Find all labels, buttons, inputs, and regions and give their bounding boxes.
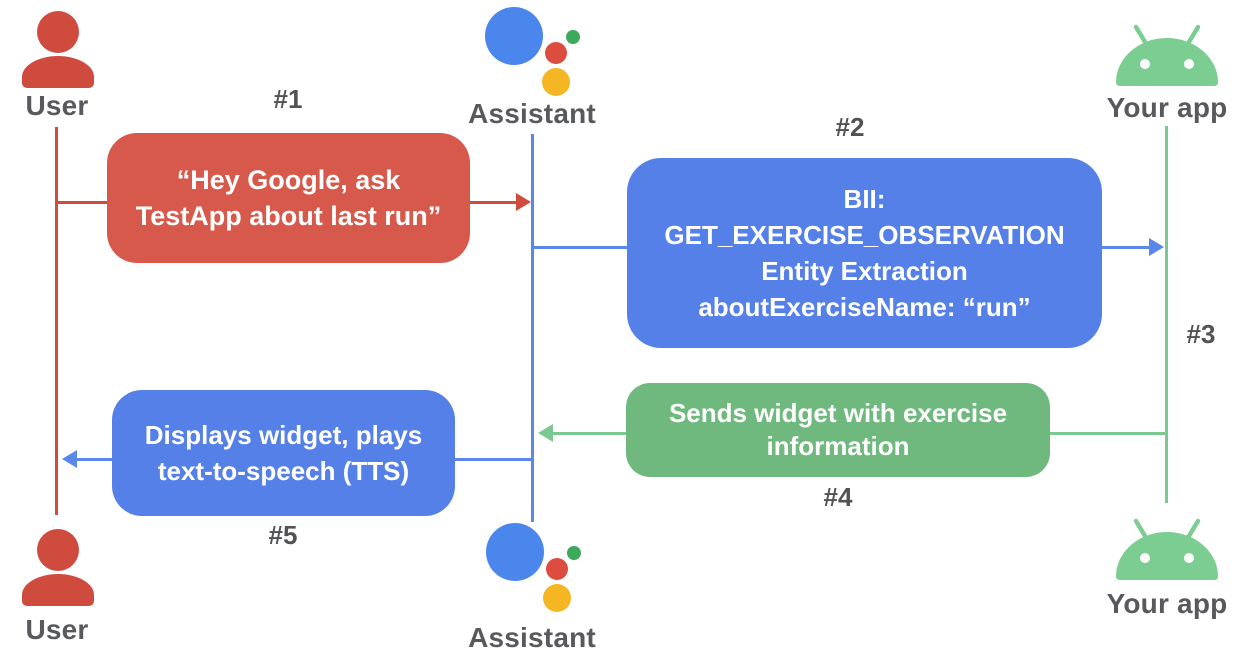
step-tag-4: #4 xyxy=(823,482,853,512)
google-assistant-logo xyxy=(486,523,581,612)
android-robot-icon xyxy=(1116,518,1218,580)
message-line: GET_EXERCISE_OBSERVATION xyxy=(664,220,1065,250)
message-text: “Hey Google, ask TestApp about last run” xyxy=(135,165,442,231)
actor-label-assistant-top: Assistant xyxy=(468,98,596,129)
message-box-step1: “Hey Google, ask TestApp about last run” xyxy=(107,133,470,263)
arrow-line-step1 xyxy=(470,201,516,204)
arrow-line-step2 xyxy=(1102,246,1149,249)
step-tag-1: #1 xyxy=(273,84,303,114)
actor-label-app-top: Your app xyxy=(1106,92,1228,123)
arrow-line-step1 xyxy=(57,201,107,204)
actor-label-assistant-bottom: Assistant xyxy=(468,622,596,653)
arrow-line-step4 xyxy=(552,432,626,435)
message-text: Sends widget with exercise information xyxy=(668,398,1008,461)
app-lifeline xyxy=(1165,126,1168,503)
message-line: Entity Extraction xyxy=(761,256,968,286)
step-tag-2: #2 xyxy=(835,112,865,142)
arrow-line-step5 xyxy=(76,458,112,461)
assistant-lifeline xyxy=(531,134,534,522)
actor-label-user-top: User xyxy=(25,90,89,121)
message-box-step4: Sends widget with exercise information xyxy=(626,383,1050,477)
message-box-step5: Displays widget, plays text-to-speech (T… xyxy=(112,390,455,516)
actor-label-app-bottom: Your app xyxy=(1106,588,1228,619)
step-tag-3: #3 xyxy=(1186,319,1216,349)
arrow-line-step2 xyxy=(533,246,627,249)
arrow-line-step4 xyxy=(1050,432,1166,435)
arrowhead-step4 xyxy=(538,424,553,442)
message-box-step2: BII: GET_EXERCISE_OBSERVATION Entity Ext… xyxy=(627,158,1102,348)
person-icon xyxy=(22,11,94,88)
arrow-line-step5 xyxy=(455,458,533,461)
google-assistant-logo xyxy=(485,7,580,96)
user-lifeline xyxy=(55,127,58,515)
arrowhead-step5 xyxy=(62,450,77,468)
arrowhead-step1 xyxy=(516,193,531,211)
message-text: Displays widget, plays text-to-speech (T… xyxy=(144,420,423,486)
actor-label-user-bottom: User xyxy=(25,614,89,645)
person-icon xyxy=(22,529,94,606)
android-robot-icon xyxy=(1116,24,1218,86)
step-tag-5: #5 xyxy=(268,520,298,550)
arrowhead-step2 xyxy=(1149,238,1164,256)
message-line: BII: xyxy=(843,184,886,214)
message-line: aboutExerciseName: “run” xyxy=(698,292,1031,322)
